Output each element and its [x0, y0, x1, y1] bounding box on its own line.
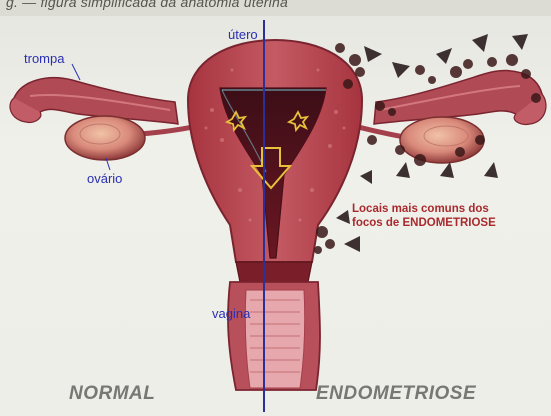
uterus-label: útero	[228, 27, 258, 42]
cervix	[236, 262, 312, 282]
normal-side-label: NORMAL	[69, 383, 155, 405]
note-line-1: Locais mais comuns dos	[352, 202, 496, 216]
right-fallopian-tube	[374, 71, 546, 125]
fallopian-tube-label: trompa	[24, 51, 64, 66]
vagina-label: vagina	[212, 306, 250, 321]
ovary-label: ovário	[87, 171, 122, 186]
left-ovary	[65, 116, 145, 160]
endometriosis-side-label: ENDOMETRIOSE	[316, 383, 476, 405]
right-ovary	[400, 117, 484, 163]
note-line-2: focos de ENDOMETRIOSE	[352, 216, 496, 230]
endometriosis-note: Locais mais comuns dos focos de ENDOMETR…	[352, 202, 496, 230]
